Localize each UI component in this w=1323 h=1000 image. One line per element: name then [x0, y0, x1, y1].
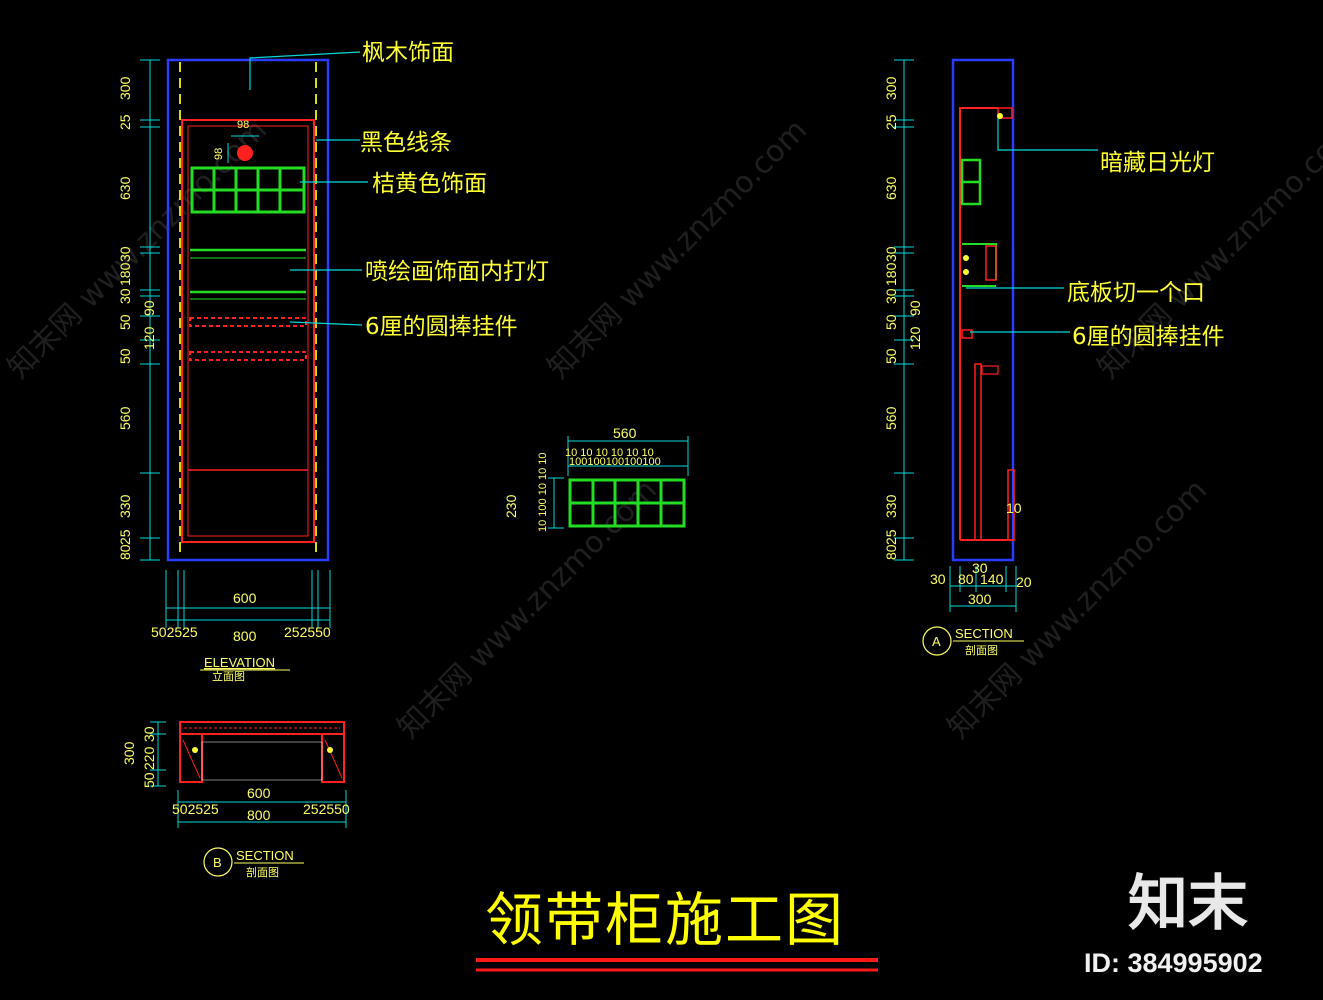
vdim: 560: [117, 406, 133, 430]
watermark: 知末网 www.znzmo.com: [391, 473, 664, 746]
vdim: 300: [117, 76, 133, 100]
note-painted-light: 喷绘画饰面内打灯: [365, 259, 549, 285]
sa-hdim-c: 140: [980, 571, 1004, 587]
brand-block: 知末 ID: 384995902: [1084, 869, 1263, 978]
vdim: 80: [883, 544, 899, 560]
section-a-label: SECTION: [955, 626, 1013, 641]
hdim-left: 502525: [151, 624, 198, 640]
knob-dim: 98: [213, 148, 225, 160]
grid-detail-view: 560 10 10 10 10 10 10 100100100100100 23…: [503, 425, 689, 532]
vdim: 25: [883, 529, 899, 545]
sa-hdim-b: 80: [958, 571, 974, 587]
knob-dim: 98: [237, 119, 249, 131]
watermark: 知末网 www.znzmo.com: [941, 473, 1214, 746]
vdim: 30: [117, 288, 133, 304]
sa-hdim-top: 30: [972, 560, 988, 576]
elevation-label: ELEVATION: [204, 655, 275, 670]
sa-hdim-total: 300: [968, 591, 992, 607]
sb-vdim-a: 30: [141, 726, 157, 742]
vdim: 25: [117, 114, 133, 130]
vdim: 90: [141, 300, 157, 316]
vdim: 180: [883, 262, 899, 286]
note-maple: 枫木饰面: [362, 40, 454, 66]
vdim: 330: [117, 494, 133, 518]
brand-logo: 知末: [1128, 869, 1248, 939]
vdim: 50: [883, 314, 899, 330]
note-base-cut: 底板切一个口: [1067, 280, 1205, 306]
vdim: 50: [117, 314, 133, 330]
sa-hdim-a: 30: [930, 571, 946, 587]
vdim: 560: [883, 406, 899, 430]
section-b-label-cn: 剖面图: [246, 865, 279, 879]
section-b-label: SECTION: [236, 848, 294, 863]
section-a-view: 300 25 630 30 180 30 90 50 120 50 560 33…: [883, 58, 1225, 657]
title-text: 领带柜施工图: [485, 886, 845, 954]
hdim-inner: 600: [233, 590, 257, 606]
vdim: 80: [117, 544, 133, 560]
section-a-marker: A: [932, 634, 941, 649]
note-black-line: 黑色线条: [360, 130, 452, 156]
section-a-label-cn: 剖面图: [965, 643, 998, 657]
vdim: 30: [883, 246, 899, 262]
vdim: 120: [907, 326, 923, 350]
elevation-view: 98 98: [117, 40, 549, 683]
vdim: 90: [907, 300, 923, 316]
vdim: 30: [883, 288, 899, 304]
watermark: 知末网 www.znzmo.com: [541, 113, 814, 386]
vdim: 30: [117, 246, 133, 262]
sb-hdim-right: 252550: [303, 801, 350, 817]
hdim-outer: 800: [233, 628, 257, 644]
vdim: 330: [883, 494, 899, 518]
vdim: 50: [883, 348, 899, 364]
section-b-view: 300 30 220 50 600 800 502525 252550 B SE…: [121, 721, 350, 879]
sb-vdim-b: 220: [141, 746, 157, 770]
sb-hdim-left: 502525: [172, 801, 219, 817]
sa-hdim-d: 20: [1016, 574, 1032, 590]
grid-left-sub: 10 100 10 10 10: [537, 452, 549, 532]
vdim: 630: [883, 176, 899, 200]
vdim: 25: [883, 114, 899, 130]
grid-left-dim: 230: [503, 494, 519, 518]
vdim: 120: [141, 326, 157, 350]
drawing-title: 领带柜施工图: [476, 886, 878, 972]
note-hidden-light: 暗藏日光灯: [1100, 150, 1215, 176]
note-rod-hanger: 6厘的圆捧挂件: [1072, 324, 1225, 350]
grid-top-sub1: 10 10 10 10 10 10: [565, 447, 654, 459]
vdim: 50: [117, 348, 133, 364]
sb-hdim-inner: 600: [247, 785, 271, 801]
vdim: 25: [117, 529, 133, 545]
watermarks: 知末网 www.znzmo.com 知末网 www.znzmo.com 知末网 …: [1, 113, 1323, 746]
hdim-right: 252550: [284, 624, 331, 640]
vdim: 180: [117, 262, 133, 286]
brand-id: ID: 384995902: [1084, 948, 1263, 978]
vdim: 300: [883, 76, 899, 100]
note-rod-hanger: 6厘的圆捧挂件: [365, 314, 518, 340]
grid-top-sub2: 100100100100100: [569, 456, 661, 468]
sb-vdim-total: 300: [121, 741, 137, 765]
elevation-label-cn: 立面图: [212, 669, 245, 683]
sb-vdim-c: 50: [141, 772, 157, 788]
sa-rod-dim: 10: [1006, 500, 1022, 516]
note-orange-finish: 桔黄色饰面: [372, 171, 487, 197]
sb-hdim-outer: 800: [247, 807, 271, 823]
vdim: 630: [117, 176, 133, 200]
section-b-marker: B: [213, 855, 222, 870]
grid-top-dim: 560: [613, 425, 637, 441]
